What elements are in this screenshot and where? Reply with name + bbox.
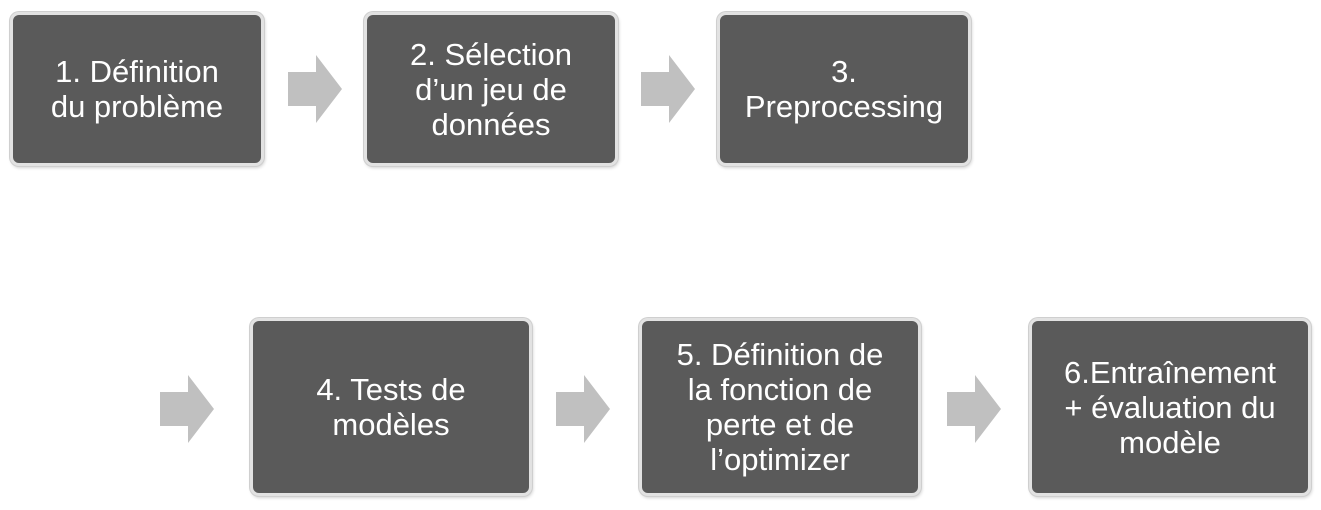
arrow-right-icon [641,55,695,123]
step-box-2: 2. Sélection d’un jeu de données [364,12,618,166]
step-label-3: 3. Preprocessing [744,54,944,124]
step-box-6: 6.Entraînement + évaluation du modèle [1029,318,1311,496]
step-box-5: 5. Définition de la fonction de perte et… [639,318,921,496]
step-box-4: 4. Tests de modèles [250,318,532,496]
step-label-1: 1. Définition du problème [50,54,224,124]
step-label-5: 5. Définition de la fonction de perte et… [676,337,884,477]
arrow-right-icon [947,375,1001,443]
step-label-4: 4. Tests de modèles [316,372,466,442]
step-box-3: 3. Preprocessing [717,12,971,166]
step-box-1: 1. Définition du problème [10,12,264,166]
step-label-2: 2. Sélection d’un jeu de données [410,36,572,142]
arrow-right-icon [288,55,342,123]
arrow-right-icon [160,375,214,443]
step-label-6: 6.Entraînement + évaluation du modèle [1064,354,1276,460]
arrow-right-icon [556,375,610,443]
